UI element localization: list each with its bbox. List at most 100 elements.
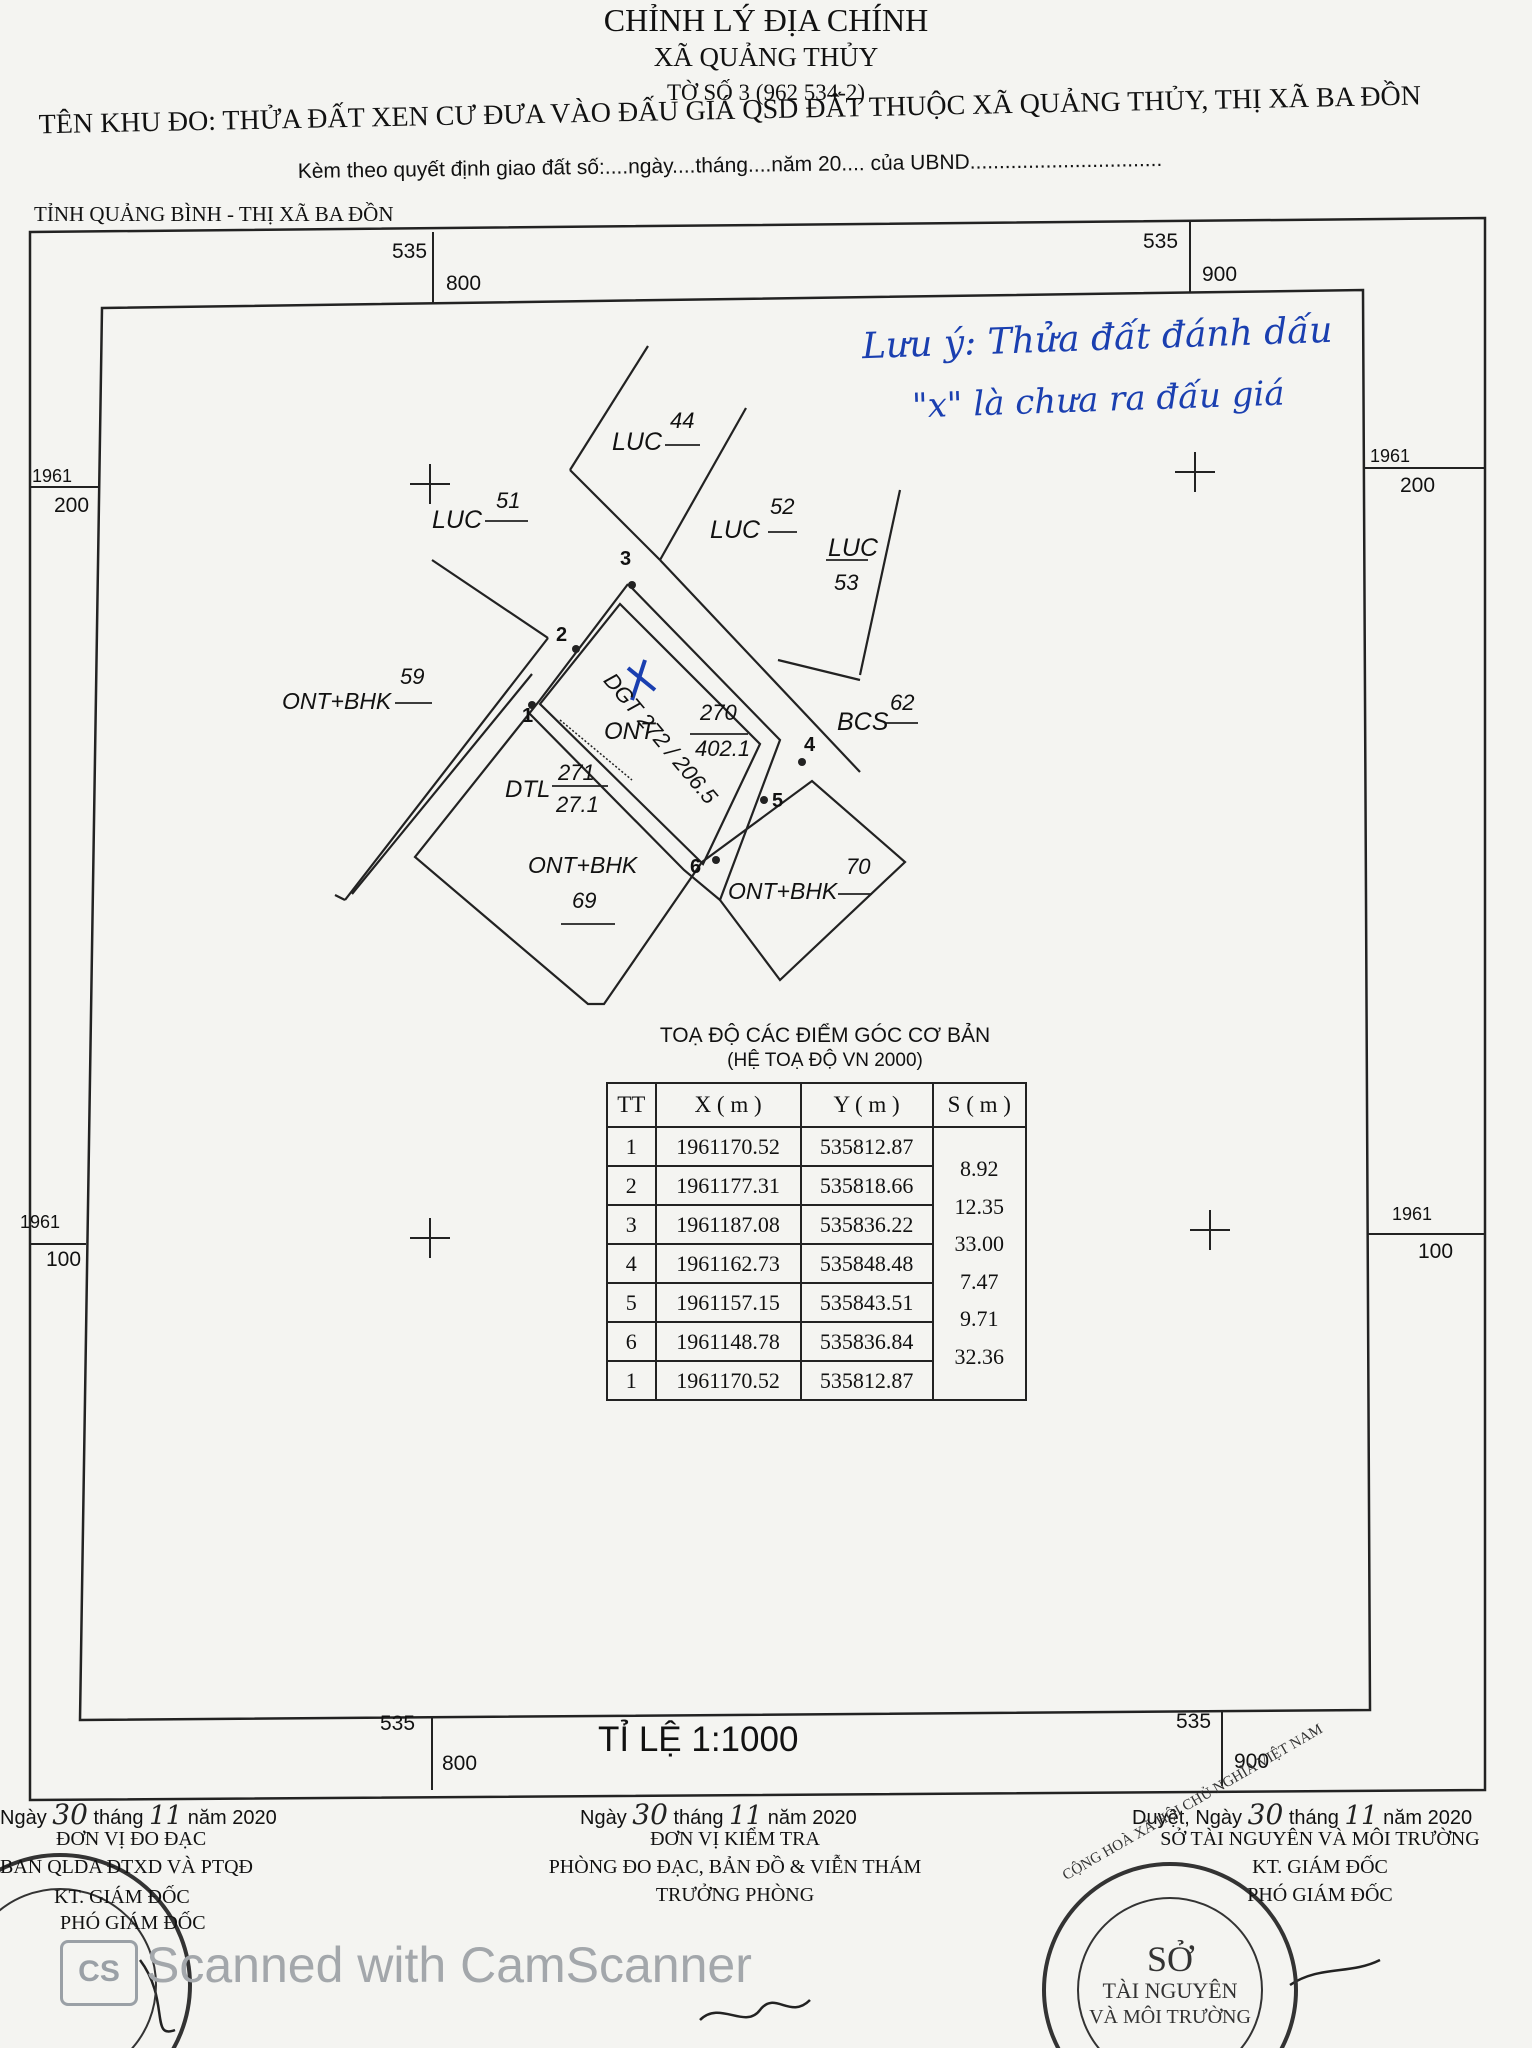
- parcel-area: 402.1: [695, 736, 751, 761]
- map-scale: TỈ LỆ 1:1000: [598, 1720, 799, 1759]
- left-org: BAN QLDA ĐTXD VÀ PTQĐ: [0, 1856, 253, 1878]
- parcel-area: 27.1: [556, 792, 599, 817]
- left-role2: PHÓ GIÁM ĐỐC: [60, 1912, 206, 1934]
- sheet-number: TỜ SỐ 3 (962 534-2): [666, 80, 866, 105]
- distance: 9.71: [960, 1306, 999, 1331]
- commune-name: XÃ QUẢNG THỦY: [653, 42, 879, 72]
- table-row: 1 1961170.52 535812.87 8.92 12.35 33.00 …: [606, 1126, 1028, 1401]
- grid-label: 200: [54, 494, 90, 517]
- table-row: 6 1961148.78 535836.84: [606, 1321, 1026, 1362]
- table-row: 5 1961157.15 535843.51: [606, 1282, 1026, 1323]
- date-month-word: tháng: [1288, 1807, 1339, 1829]
- table-row: 4 1961162.73 535848.48: [606, 1243, 1026, 1284]
- grid-crosses: [410, 452, 1230, 1258]
- camscanner-watermark: Scanned with CamScanner: [146, 1937, 752, 1993]
- point-label: 3: [620, 548, 632, 570]
- grid-label: 1961: [1370, 446, 1411, 466]
- stamp-left-outer: [0, 1853, 192, 2048]
- date-day: 30: [1247, 1798, 1284, 1831]
- outer-frame: [28, 216, 1487, 1802]
- date-month: 11: [1344, 1801, 1378, 1831]
- right-role1: KT. GIÁM ĐỐC: [1252, 1856, 1388, 1878]
- cell: 535818.66: [799, 1165, 934, 1206]
- date-month-word: tháng: [673, 1807, 724, 1829]
- parcel-type: BCS: [837, 708, 889, 736]
- date-month-word: tháng: [93, 1807, 144, 1829]
- date-prefix: Ngày: [0, 1807, 47, 1829]
- table-row: 2 1961177.31 535818.66: [606, 1165, 1026, 1206]
- distance: 33.00: [954, 1231, 1005, 1256]
- table-header: S ( m ): [931, 1082, 1028, 1128]
- cell: 1: [606, 1126, 657, 1167]
- parcel-number: 51: [496, 488, 521, 513]
- parcel-number: 59: [400, 664, 425, 689]
- date-month: 11: [149, 1801, 183, 1831]
- parcel-type: DTL: [505, 776, 551, 803]
- inner-frame: [78, 288, 1372, 1722]
- parcel-number: 53: [834, 570, 859, 595]
- middle-unit: ĐƠN VỊ KIỂM TRA: [650, 1828, 820, 1850]
- left-role1: KT. GIÁM ĐỐC: [54, 1886, 190, 1908]
- stamp-right-inner: [1077, 1897, 1263, 2048]
- parcel-type: ONT+BHK: [728, 878, 838, 904]
- date-prefix: Duyệt, Ngày: [1132, 1807, 1243, 1829]
- table-subtitle: (HỆ TOẠ ĐỘ VN 2000): [727, 1050, 923, 1071]
- grid-label: 800: [446, 272, 482, 295]
- date-prefix: Ngày: [580, 1807, 627, 1829]
- point-label: 6: [690, 856, 702, 878]
- left-date: Ngày 30 tháng 11 năm 2020: [0, 1798, 277, 1831]
- cell: 1961162.73: [654, 1243, 802, 1284]
- distance: 32.36: [954, 1343, 1005, 1369]
- parcel-number: 271: [558, 760, 595, 785]
- right-role2: PHÓ GIÁM ĐỐC: [1247, 1884, 1393, 1906]
- point-label: 5: [772, 790, 784, 812]
- grid-label: 1961: [32, 466, 73, 486]
- province-label: TỈNH QUẢNG BÌNH - THỊ XÃ BA ĐỒN: [34, 202, 394, 226]
- stamp-text: VÀ MÔI TRƯỜNG: [1089, 2006, 1251, 2028]
- table-row: 3 1961187.08 535836.22: [606, 1204, 1026, 1245]
- grid-label: 100: [46, 1248, 82, 1271]
- camscanner-logo-icon: CS: [60, 1940, 138, 2006]
- right-date: Duyệt, Ngày 30 tháng 11 năm 2020: [1132, 1798, 1472, 1831]
- cell: 1961187.08: [654, 1204, 802, 1245]
- grid-label: 900: [1202, 263, 1238, 286]
- cell: 1961170.52: [654, 1126, 802, 1167]
- grid-label: 100: [1418, 1240, 1454, 1263]
- parcel-number: 70: [846, 854, 871, 879]
- parcel-type: ONT+BHK: [528, 852, 638, 878]
- date-day: 30: [52, 1798, 88, 1831]
- parcel-type: LUC: [612, 428, 663, 456]
- stamp-left-inner: [0, 1888, 157, 2048]
- stamp-text: TÀI NGUYÊN: [1102, 1978, 1238, 2003]
- cell: 6: [606, 1321, 657, 1362]
- grid-label: 1961: [1392, 1204, 1433, 1224]
- parcel-type: ONT+BHK: [282, 688, 392, 714]
- auction-mark-x: [626, 659, 657, 701]
- parcel-number: 270: [700, 700, 737, 725]
- cell: 5: [606, 1282, 657, 1323]
- corner-points: [528, 581, 806, 864]
- table-title: TOẠ ĐỘ CÁC ĐIỂM GÓC CƠ BẢN: [659, 1024, 991, 1047]
- point-label: 2: [556, 624, 568, 646]
- parcel-boundaries: [334, 345, 907, 1006]
- parcel-type: LUC: [828, 534, 879, 562]
- parcel-type: LUC: [710, 516, 761, 544]
- map-title: CHỈNH LÝ ĐỊA CHÍNH: [603, 2, 929, 38]
- cell: 535843.51: [799, 1282, 934, 1323]
- cell: 535812.87: [799, 1126, 934, 1167]
- cell: 535812.87: [799, 1360, 934, 1401]
- distance-column: 8.92 12.35 33.00 7.47 9.71 32.36: [931, 1126, 1028, 1401]
- date-year: năm 2020: [767, 1807, 857, 1829]
- distance: 7.47: [960, 1268, 999, 1294]
- cell: 1: [606, 1360, 657, 1401]
- cell: 2: [606, 1165, 657, 1206]
- table-header: X ( m ): [654, 1082, 802, 1128]
- parcel-number: 69: [572, 888, 597, 913]
- signature-strokes: [138, 1958, 1381, 2033]
- stamp-right-outer: [1042, 1862, 1298, 2048]
- middle-org: PHÒNG ĐO ĐẠC, BẢN ĐỒ & VIỄN THÁM: [548, 1856, 922, 1878]
- cell: 4: [606, 1243, 657, 1284]
- cell: 1961148.78: [654, 1321, 802, 1362]
- date-day: 30: [632, 1798, 668, 1831]
- point-label: 1: [522, 705, 534, 727]
